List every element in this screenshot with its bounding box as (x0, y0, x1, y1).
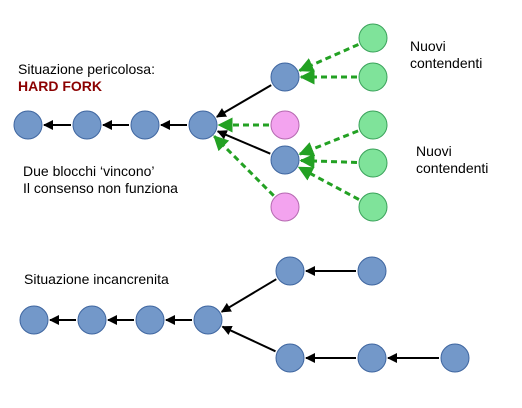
arrow-l7-to-l4 (221, 325, 276, 353)
block-node-u5 (270, 62, 300, 92)
block-node-l9 (440, 343, 470, 373)
block-node-u1 (13, 110, 43, 140)
candidate-node-g4 (358, 148, 388, 178)
candidate-node-g5 (358, 192, 388, 222)
candidate-node-g3 (358, 110, 388, 140)
candidate-node-g2 (358, 62, 388, 92)
block-node-l5 (275, 256, 305, 286)
arrow-u5-to-u4 (215, 84, 272, 118)
arrow-g4-to-u7 (299, 153, 358, 169)
contenders-bottom-line-1: Nuovi (416, 143, 452, 159)
block-node-l6 (357, 256, 387, 286)
upper-title: Situazione pericolosa: (18, 61, 155, 77)
block-node-u3 (130, 110, 160, 140)
contenders-bottom-line-2: contendenti (416, 160, 489, 176)
contenders-top-line-2: contendenti (410, 55, 483, 71)
block-node-u2 (72, 110, 102, 140)
block-node-u4 (188, 110, 218, 140)
arrow-g1-to-u5 (298, 43, 360, 72)
block-node-u7 (270, 145, 300, 175)
orphan-node-u8 (270, 192, 300, 222)
arrow-l5-to-l4 (220, 278, 277, 313)
winners-line-1: Due blocchi ‘vincono’ (23, 163, 155, 179)
contenders-top-line-1: Nuovi (410, 38, 446, 54)
block-node-l7 (275, 343, 305, 373)
winners-line-2: Il consenso non funziona (23, 180, 178, 196)
arrow-u7-to-u4 (216, 130, 271, 155)
block-node-l1 (19, 305, 49, 335)
block-node-l2 (77, 305, 107, 335)
block-node-l3 (135, 305, 165, 335)
hard-fork-label: HARD FORK (18, 78, 102, 94)
block-node-l8 (357, 343, 387, 373)
lower-title: Situazione incancrenita (24, 271, 169, 287)
arrow-g3-to-u7 (298, 129, 359, 157)
block-node-l4 (193, 305, 223, 335)
orphan-node-u6 (270, 110, 300, 140)
candidate-node-g1 (358, 23, 388, 53)
arrow-u8-to-u4 (213, 135, 275, 197)
arrow-g5-to-u7 (297, 166, 360, 201)
